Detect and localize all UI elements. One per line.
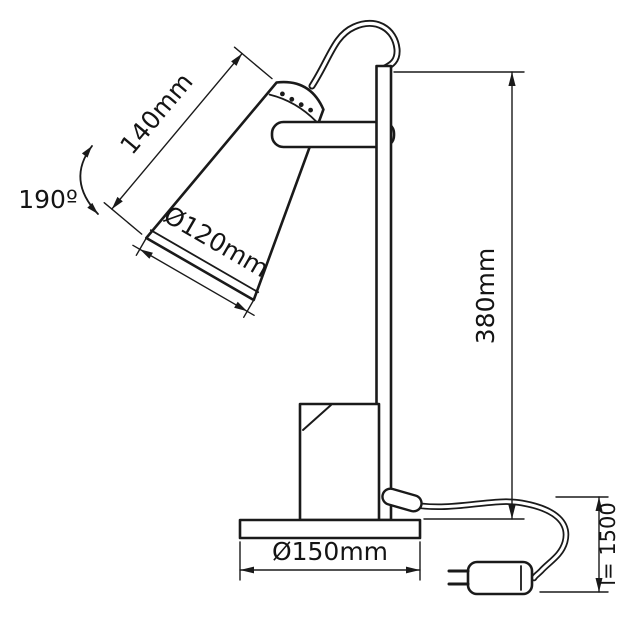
dim-shade-length-label: 140mm (114, 67, 198, 160)
cord-switch (381, 487, 423, 513)
dim-height-label: 380mm (471, 248, 500, 344)
lamp-base (238, 518, 422, 540)
dim-base-diameter (239, 541, 421, 581)
dim-angle-label: 190º (18, 185, 78, 214)
switch-box-notch (302, 404, 332, 431)
plug-prongs (447, 569, 470, 586)
dim-cable-length-label: l= 1500 (596, 502, 620, 586)
dim-cable-length (539, 496, 609, 593)
dim-shade-diameter (132, 237, 255, 318)
dim-angle-arc (79, 145, 99, 215)
dim-shade-length (103, 46, 273, 235)
vent-holes (280, 91, 313, 113)
dim-base-diameter-label: Ø150mm (272, 537, 388, 566)
power-plug (466, 560, 534, 596)
switch-box (298, 402, 381, 522)
dim-height (393, 71, 525, 520)
lamp-arm (270, 120, 396, 149)
dimension-arrowheads (81, 53, 603, 592)
